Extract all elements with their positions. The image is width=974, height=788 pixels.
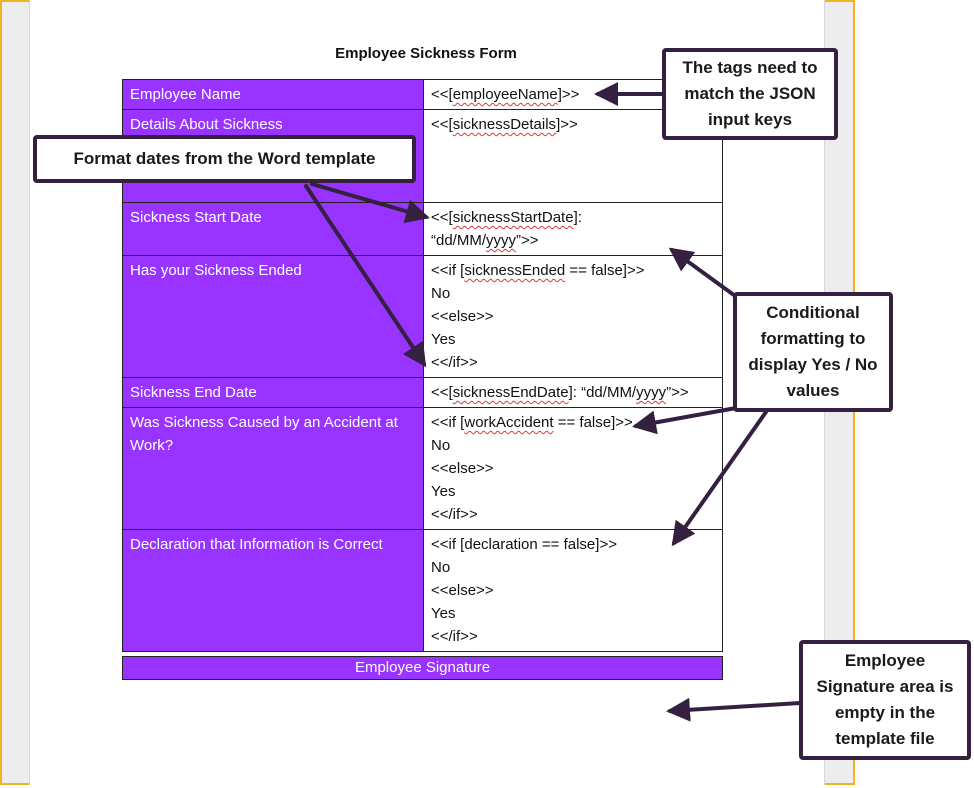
field-label-work-accident: Was Sickness Caused by an Accident at Wo…	[122, 407, 424, 530]
field-label-sickness-start-date: Sickness Start Date	[122, 202, 424, 256]
callout-tags: The tags need to match the JSON input ke…	[662, 48, 838, 140]
table-row: Was Sickness Caused by an Accident at Wo…	[122, 407, 723, 530]
table-row: Has your Sickness Ended <<if [sicknessEn…	[122, 255, 723, 378]
field-value-declaration: <<if [declaration == false]>>No<<else>>Y…	[423, 529, 723, 652]
arrow-start-date	[310, 182, 430, 223]
callout-signature: Employee Signature area is empty in the …	[799, 640, 971, 760]
employee-signature-header: Employee Signature	[122, 656, 723, 680]
arrow-sickness-ended	[668, 247, 740, 300]
table-row: Sickness Start Date <<[sicknessStartDate…	[122, 202, 723, 256]
field-value-sickness-ended: <<if [sicknessEnded == false]>>No<<else>…	[423, 255, 723, 378]
arrow-signature	[666, 697, 802, 722]
arrow-end-date	[304, 184, 427, 368]
field-label-declaration: Declaration that Information is Correct	[122, 529, 424, 652]
field-label-sickness-ended: Has your Sickness Ended	[122, 255, 424, 378]
document-title: Employee Sickness Form	[335, 45, 517, 62]
field-value-work-accident: <<if [workAccident == false]>>No<<else>>…	[423, 407, 723, 530]
callout-dates: Format dates from the Word template	[33, 135, 416, 183]
callout-conditional: Conditional formatting to display Yes / …	[733, 292, 893, 412]
table-row: Declaration that Information is Correct …	[122, 529, 723, 652]
arrow-declaration	[671, 410, 768, 547]
arrow-work-accident	[632, 406, 738, 435]
field-label-sickness-end-date: Sickness End Date	[122, 377, 424, 408]
